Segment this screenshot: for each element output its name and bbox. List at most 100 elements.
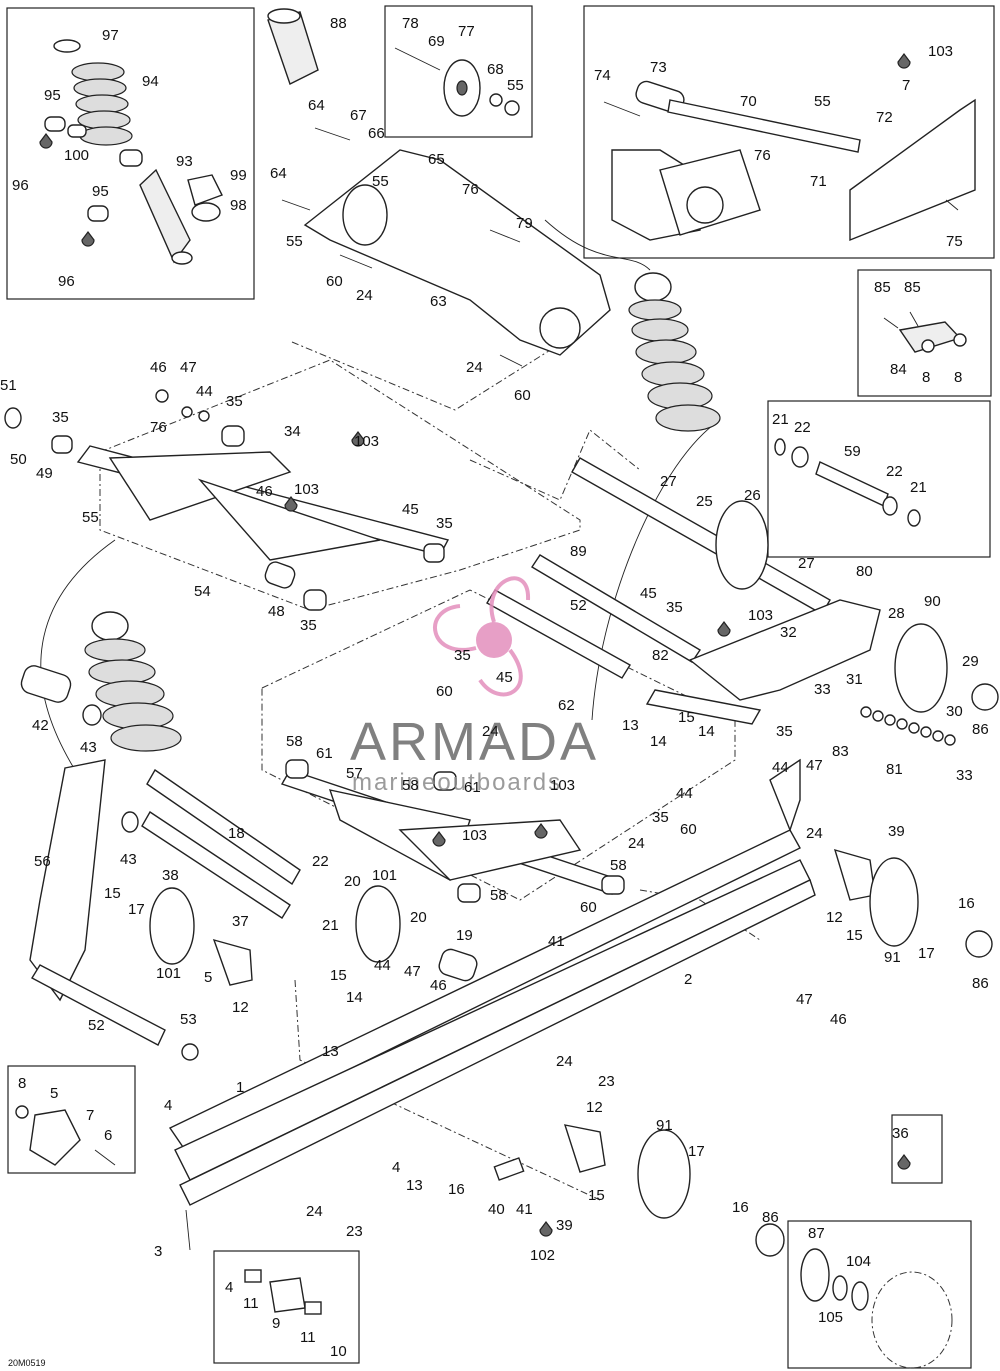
part-label-8c: 8 (18, 1075, 26, 1092)
inset-idler-wheel (384, 5, 533, 138)
part-label-76a: 76 (462, 181, 479, 198)
bushing-35c (423, 543, 445, 563)
part-label-58b: 58 (402, 777, 419, 794)
part-label-24d: 24 (806, 825, 823, 842)
cap-86b (965, 930, 993, 958)
part-label-90: 90 (924, 593, 941, 610)
bolt-74 (603, 101, 641, 117)
rail-2 (168, 829, 801, 1151)
part-label-58c: 58 (490, 887, 507, 904)
part-label-5b: 5 (50, 1085, 58, 1102)
bushing-shock (119, 149, 143, 167)
part-label-35d: 35 (300, 617, 317, 634)
bushing-58c (457, 883, 481, 903)
outline-rail-left (294, 979, 601, 1201)
inset-wheel-bearing (787, 1220, 972, 1369)
wheel-90 (894, 623, 948, 713)
outline-upper-arm (99, 359, 581, 611)
part-label-103a: 103 (928, 43, 953, 60)
wheel-26 (715, 500, 769, 590)
part-label-35a: 35 (226, 393, 243, 410)
clip-11a (244, 1269, 262, 1283)
inset-rear-shock-top (6, 7, 255, 300)
bushing-58b (433, 771, 457, 791)
part-label-44d: 44 (374, 957, 391, 974)
part-label-14c: 14 (346, 989, 363, 1006)
part-label-42: 42 (32, 717, 49, 734)
shaft-25 (571, 457, 831, 615)
nut-8b (953, 333, 967, 347)
part-label-8a: 8 (922, 369, 930, 386)
part-label-34: 34 (284, 423, 301, 440)
part-label-35f: 35 (454, 647, 471, 664)
part-label-103d: 103 (748, 607, 773, 624)
part-label-45c: 45 (496, 669, 513, 686)
part-label-2: 2 (684, 971, 692, 988)
part-label-103b: 103 (354, 433, 379, 450)
cap-86c (755, 1223, 785, 1257)
part-label-13c: 13 (406, 1177, 423, 1194)
part-label-60d: 60 (680, 821, 697, 838)
part-label-79: 79 (516, 215, 533, 232)
part-label-25: 25 (696, 493, 713, 510)
part-label-4c: 4 (225, 1279, 233, 1296)
bearing-104 (851, 1281, 869, 1311)
part-label-47d: 47 (796, 991, 813, 1008)
part-label-47c: 47 (404, 963, 421, 980)
part-label-24f: 24 (556, 1053, 573, 1070)
part-label-39a: 39 (888, 823, 905, 840)
part-label-12a: 12 (826, 909, 843, 926)
part-label-60e: 60 (580, 899, 597, 916)
part-label-16c: 16 (732, 1199, 749, 1216)
part-label-85b: 85 (904, 279, 921, 296)
part-label-48: 48 (268, 603, 285, 620)
part-label-44b: 44 (676, 785, 693, 802)
part-label-44a: 44 (196, 383, 213, 400)
part-label-35g: 35 (776, 723, 793, 740)
part-label-61a: 61 (316, 745, 333, 762)
clamp-98 (191, 202, 221, 222)
bushing-100 (67, 124, 87, 138)
nut-55 (504, 100, 520, 116)
axle-59 (815, 461, 889, 507)
part-label-15e: 15 (588, 1187, 605, 1204)
part-label-53: 53 (180, 1011, 197, 1028)
part-label-55b: 55 (372, 173, 389, 190)
lower-shafts (121, 768, 478, 1061)
part-label-31: 31 (846, 671, 863, 688)
part-label-27b: 27 (798, 555, 815, 572)
part-label-24a: 24 (356, 287, 373, 304)
upper-arm-34 (4, 389, 450, 611)
rear-wheels (563, 848, 993, 1257)
part-label-4b: 4 (392, 1159, 400, 1176)
part-label-55d: 55 (814, 93, 831, 110)
center-shock (628, 272, 721, 432)
part-label-46d: 46 (830, 1011, 847, 1028)
part-label-95a: 95 (44, 87, 61, 104)
drawing-code: 20M0519 (8, 1358, 46, 1368)
watermark: ARMADA marineoutboards (350, 576, 596, 796)
outline-rear-link (469, 429, 641, 501)
part-label-95b: 95 (92, 183, 109, 200)
part-label-98: 98 (230, 197, 247, 214)
wheel-101b (355, 885, 401, 963)
part-label-33a: 33 (814, 681, 831, 698)
link-80 (688, 599, 881, 701)
part-label-7b: 7 (86, 1107, 94, 1124)
part-label-100: 100 (64, 147, 89, 164)
arrow-shock-lower (591, 419, 721, 721)
part-label-52a: 52 (570, 597, 587, 614)
part-label-84: 84 (890, 361, 907, 378)
bushing-42 (20, 665, 72, 703)
part-label-58d: 58 (610, 857, 627, 874)
part-label-61b: 61 (464, 779, 481, 796)
part-label-69: 69 (428, 33, 445, 50)
grease-fitting-103f (534, 823, 548, 839)
watermark-logo-icon (433, 576, 531, 697)
slide-rails (168, 758, 816, 1251)
bolt-64a (314, 127, 351, 141)
grease-fitting-36 (897, 1154, 911, 1170)
part-label-60c: 60 (436, 683, 453, 700)
part-label-91b: 91 (656, 1117, 673, 1134)
part-label-105: 105 (818, 1309, 843, 1326)
